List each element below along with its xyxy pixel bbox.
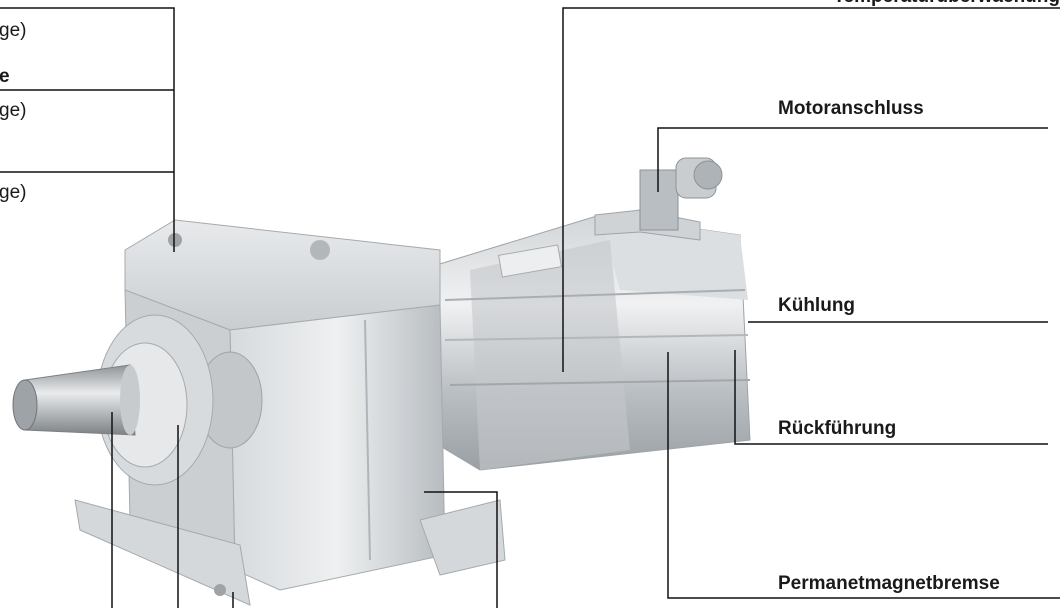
label-kuehlung: Kühlung (778, 295, 856, 316)
label-permanentmagnetbremse: Permanetmagnetbremse (778, 573, 1000, 594)
label-temperaturueberwachung: Temperaturüberwachung (833, 0, 1060, 8)
label-motoranschluss: Motoranschluss (778, 98, 924, 119)
servo-motor (419, 214, 751, 471)
nameplate-icon (497, 244, 563, 278)
output-shaft (12, 364, 140, 436)
left-label-4: ge) (0, 182, 27, 203)
motor-connector (594, 157, 723, 241)
right-leader-lines (562, 7, 1060, 599)
left-label-3: ge) (0, 100, 27, 121)
left-label-1: ge) (0, 20, 27, 41)
label-rueckfuehrung: Rückführung (778, 418, 897, 439)
left-label-2: e (0, 66, 10, 87)
left-leader-lines (0, 7, 175, 252)
bottom-leader-lines (111, 412, 498, 608)
